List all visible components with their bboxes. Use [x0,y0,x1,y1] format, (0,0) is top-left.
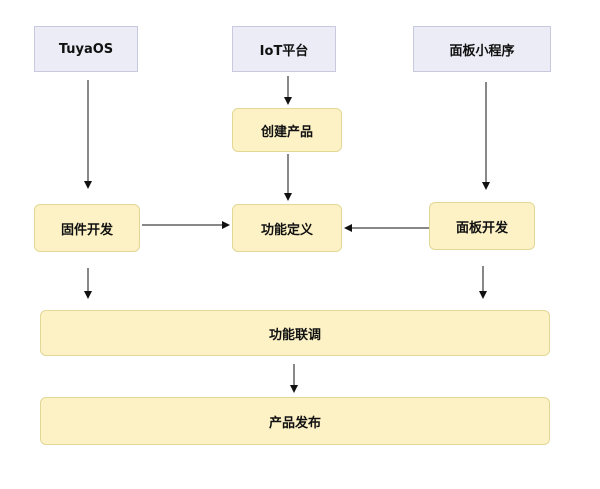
node-product-release: 产品发布 [40,397,550,445]
node-firmware-dev: 固件开发 [34,204,140,252]
node-function-def: 功能定义 [232,204,342,252]
node-panel-miniprogram: 面板小程序 [413,26,551,72]
node-tuyaos: TuyaOS [34,26,138,72]
node-joint-debug: 功能联调 [40,310,550,356]
node-iot-platform: IoT平台 [232,26,336,72]
node-panel-dev: 面板开发 [429,202,535,250]
node-create-product: 创建产品 [232,108,342,152]
